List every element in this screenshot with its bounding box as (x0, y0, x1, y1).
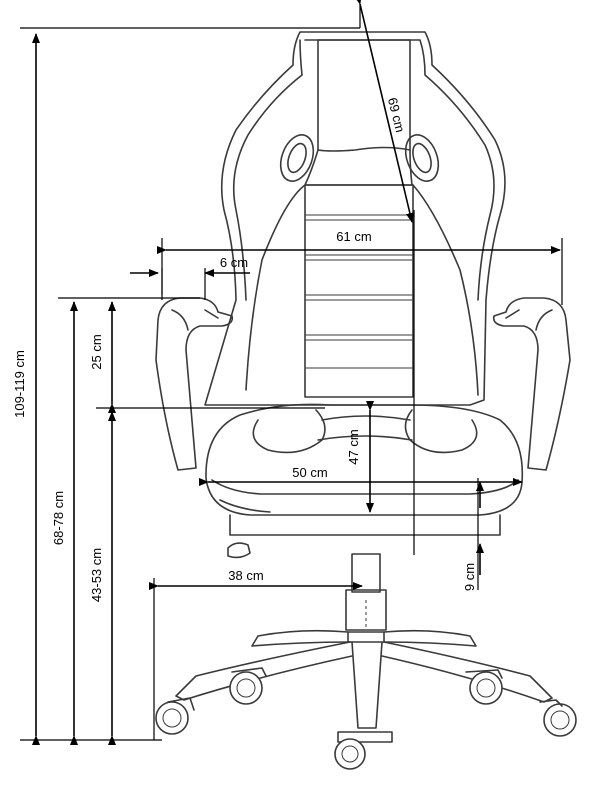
backrest-outline (204, 31, 506, 406)
caster-left-back (229, 667, 267, 705)
back-center-panel (304, 184, 414, 398)
caster-right-back (465, 669, 503, 705)
gas-lift (345, 553, 387, 631)
seat-width-label: 50 cm (292, 465, 327, 480)
armrest-height-label: 68-78 cm (51, 491, 66, 545)
headrest (317, 39, 411, 152)
dimension-labels: 109-119 cm 68-78 cm 43-53 cm 25 cm 69 cm… (12, 96, 477, 602)
right-armrest (492, 297, 571, 471)
armrest-width-label: 6 cm (220, 255, 248, 270)
base-radius-label: 38 cm (228, 568, 263, 583)
caster-wheels (155, 667, 577, 770)
caster-left-front (155, 697, 195, 735)
left-armrest (155, 297, 234, 471)
backrest-inner (304, 39, 495, 301)
backrest-height-label: 69 cm (385, 96, 408, 134)
right-shoulder-slot (404, 134, 440, 182)
armrest-above-seat-label: 25 cm (89, 334, 104, 369)
backrest-height-arrow (354, 0, 414, 223)
seat-height-label: 43-53 cm (89, 548, 104, 602)
star-base (175, 629, 553, 729)
caster-front (334, 731, 393, 770)
seat-thickness-label: 9 cm (462, 563, 477, 591)
left-shoulder-slot (279, 134, 315, 182)
tilt-lever (227, 542, 251, 559)
overall-width-label: 61 cm (336, 229, 371, 244)
chair-drawing (155, 31, 577, 770)
seat-depth-label: 47 cm (346, 429, 361, 464)
dimension-lines (20, 0, 563, 745)
caster-right-front (539, 699, 577, 737)
total-height-label: 109-119 cm (12, 350, 27, 418)
seat-cushion (205, 403, 524, 516)
